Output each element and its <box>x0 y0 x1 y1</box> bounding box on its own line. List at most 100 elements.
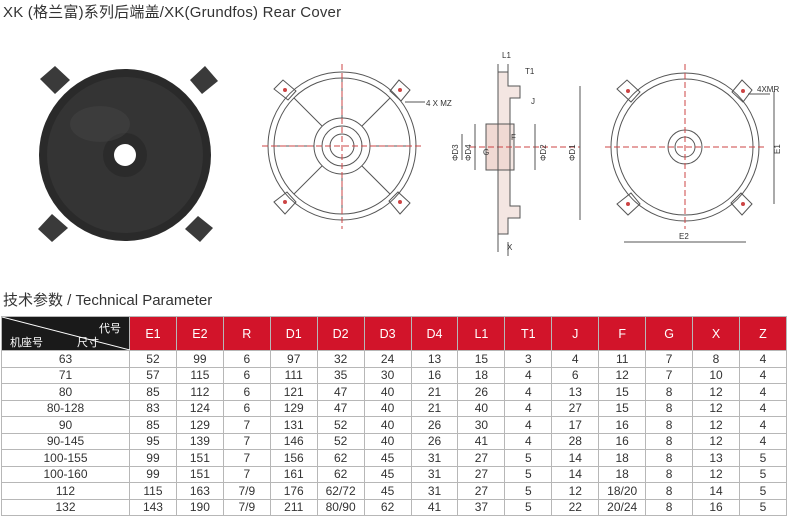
table-cell: 16 <box>598 432 647 450</box>
table-cell: 47 <box>316 383 365 401</box>
table-cell: 13 <box>551 383 600 401</box>
table-cell: 27 <box>457 449 506 467</box>
label-mr: 4XMR <box>757 85 779 94</box>
label-l1: L1 <box>502 51 511 60</box>
table-cell: 163 <box>175 482 224 500</box>
column-header: E1 <box>129 316 177 351</box>
table-cell: 18 <box>598 465 647 483</box>
technical-parameter-table: 代号 尺寸 机座号 E1 E2 R D1 D2 D3 D4 L1 T1 J F … <box>1 316 788 516</box>
table-cell: 4 <box>504 399 553 417</box>
table-cell: 8 <box>645 399 694 417</box>
table-cell: 4 <box>738 399 788 417</box>
table-cell: 95 <box>129 432 177 450</box>
table-cell: 85 <box>129 416 177 434</box>
page-title: XK (格兰富)系列后端盖/XK(Grundfos) Rear Cover <box>3 4 342 21</box>
table-cell: 4 <box>738 383 788 401</box>
table-corner-cell: 代号 尺寸 机座号 <box>1 316 130 351</box>
table-cell: 161 <box>269 465 318 483</box>
label-j: J <box>531 97 535 106</box>
table-cell: 27 <box>457 482 506 500</box>
table-cell: 129 <box>175 416 224 434</box>
table-cell: 21 <box>410 383 459 401</box>
table-cell: 115 <box>175 366 224 384</box>
table-cell: 11 <box>598 350 647 368</box>
table-cell: 27 <box>457 465 506 483</box>
table-cell: 151 <box>175 449 224 467</box>
table-cell: 5 <box>738 498 788 516</box>
table-cell: 7 <box>222 465 271 483</box>
table-cell: 7/9 <box>222 498 271 516</box>
table-cell: 7 <box>645 366 694 384</box>
frame-size-cell: 80-128 <box>1 399 130 417</box>
table-cell: 115 <box>129 482 177 500</box>
table-cell: 4 <box>504 366 553 384</box>
label-d3: ΦD3 <box>451 144 460 161</box>
table-cell: 156 <box>269 449 318 467</box>
corner-diagonal <box>2 317 130 350</box>
frame-size-cell: 71 <box>1 366 130 384</box>
table-cell: 52 <box>129 350 177 368</box>
column-header: G <box>645 316 694 351</box>
rear-view-drawing <box>605 64 775 243</box>
table-cell: 27 <box>551 399 600 417</box>
table-cell: 4 <box>504 416 553 434</box>
frame-size-cell: 100-155 <box>1 449 130 467</box>
table-cell: 12 <box>692 432 740 450</box>
label-mz: 4 X MZ <box>426 99 452 108</box>
table-cell: 31 <box>410 465 459 483</box>
table-cell: 190 <box>175 498 224 516</box>
table-cell: 99 <box>129 449 177 467</box>
table-cell: 62 <box>316 449 365 467</box>
table-cell: 45 <box>363 482 412 500</box>
table-cell: 57 <box>129 366 177 384</box>
frame-size-cell: 63 <box>1 350 130 368</box>
table-cell: 176 <box>269 482 318 500</box>
table-cell: 16 <box>598 416 647 434</box>
label-e2: E2 <box>679 232 689 241</box>
table-cell: 52 <box>316 432 365 450</box>
table-cell: 8 <box>645 383 694 401</box>
table-cell: 4 <box>551 350 600 368</box>
table-cell: 85 <box>129 383 177 401</box>
table-cell: 12 <box>551 482 600 500</box>
table-cell: 13 <box>692 449 740 467</box>
table-cell: 121 <box>269 383 318 401</box>
table-cell: 5 <box>504 449 553 467</box>
table-cell: 99 <box>175 350 224 368</box>
table-cell: 4 <box>504 383 553 401</box>
table-cell: 15 <box>457 350 506 368</box>
table-cell: 35 <box>316 366 365 384</box>
table-cell: 12 <box>692 416 740 434</box>
table-cell: 8 <box>645 465 694 483</box>
corner-code-label: 代号 <box>99 323 121 335</box>
table-cell: 21 <box>410 399 459 417</box>
corner-size-label: 尺寸 <box>77 337 99 349</box>
table-cell: 129 <box>269 399 318 417</box>
table-cell: 5 <box>504 482 553 500</box>
table-cell: 8 <box>645 416 694 434</box>
table-cell: 45 <box>363 449 412 467</box>
table-cell: 62/72 <box>316 482 365 500</box>
technical-drawings: 4 X MZ L1 T1 J F G X ΦD3 ΦD4 ΦD2 ΦD1 <box>38 51 782 256</box>
table-cell: 112 <box>175 383 224 401</box>
table-cell: 124 <box>175 399 224 417</box>
column-header: E2 <box>175 316 224 351</box>
column-header: R <box>222 316 271 351</box>
column-header: T1 <box>504 316 553 351</box>
label-t1: T1 <box>525 67 535 76</box>
label-e1: E1 <box>773 144 782 154</box>
column-header: D1 <box>269 316 318 351</box>
table-cell: 131 <box>269 416 318 434</box>
table-cell: 32 <box>316 350 365 368</box>
table-cell: 26 <box>410 432 459 450</box>
table-cell: 143 <box>129 498 177 516</box>
table-cell: 151 <box>175 465 224 483</box>
table-cell: 4 <box>738 416 788 434</box>
column-header: D3 <box>363 316 412 351</box>
